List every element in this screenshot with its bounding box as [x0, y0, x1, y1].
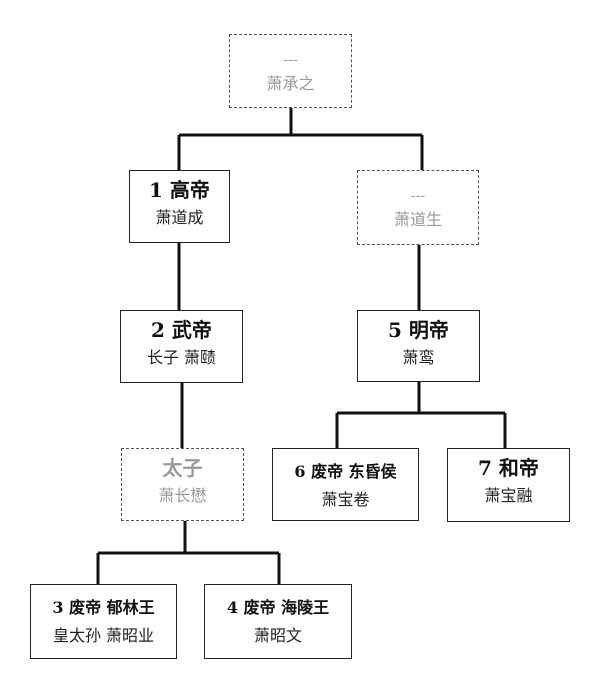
node-wudi: 2 武帝 长子 萧赜 — [120, 310, 243, 383]
node-hedi-sub: 萧宝融 — [484, 486, 533, 505]
node-root: --- 萧承之 — [229, 34, 352, 108]
node-wudi-title: 2 武帝 — [151, 318, 212, 342]
node-feidi6: 6 废帝 东昏侯 萧宝卷 — [272, 448, 419, 521]
node-hedi-title: 7 和帝 — [478, 456, 539, 480]
node-feidi4-title: 4 废帝 海陵王 — [226, 598, 330, 617]
node-hedi: 7 和帝 萧宝融 — [447, 448, 570, 522]
node-feidi3: 3 废帝 郁林王 皇太孙 萧昭业 — [30, 584, 177, 659]
node-feidi4-sub: 萧昭文 — [253, 626, 302, 645]
node-feidi3-sub: 皇太孙 萧昭业 — [52, 626, 155, 645]
node-daosheng-title: --- — [410, 188, 426, 204]
node-root-title: --- — [283, 52, 298, 68]
node-daosheng-sub: 萧道生 — [393, 210, 442, 229]
node-gaodi-title: 1 高帝 — [149, 178, 210, 202]
node-gaodi: 1 高帝 萧道成 — [129, 170, 230, 243]
node-mingdi-title: 5 明帝 — [388, 318, 449, 342]
node-taizi-sub: 萧长懋 — [158, 486, 207, 505]
node-wudi-sub: 长子 萧赜 — [146, 348, 217, 367]
node-gaodi-sub: 萧道成 — [155, 208, 204, 227]
node-taizi: 太子 萧长懋 — [121, 448, 244, 521]
node-taizi-title: 太子 — [162, 456, 203, 480]
node-feidi4: 4 废帝 海陵王 萧昭文 — [204, 584, 352, 659]
node-feidi3-title: 3 废帝 郁林王 — [52, 598, 155, 617]
node-mingdi: 5 明帝 萧鸾 — [357, 310, 480, 382]
node-root-sub: 萧承之 — [266, 74, 315, 93]
node-feidi6-title: 6 废帝 东昏侯 — [294, 462, 397, 481]
node-mingdi-sub: 萧鸾 — [402, 348, 435, 367]
node-feidi6-sub: 萧宝卷 — [321, 490, 370, 509]
node-daosheng: --- 萧道生 — [357, 170, 479, 245]
